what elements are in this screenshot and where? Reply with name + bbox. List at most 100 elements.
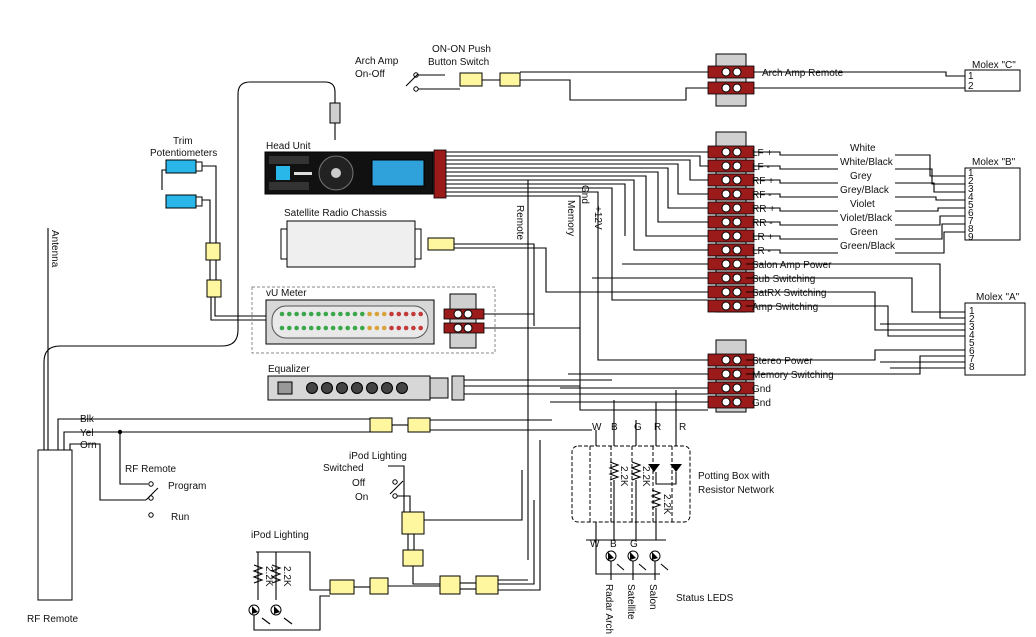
speaker-wire-color: White [850, 143, 876, 154]
rf-remote-box-label: RF Remote [27, 614, 79, 625]
potting-bottom-label: W [590, 539, 600, 550]
yel-label: Yel [80, 428, 94, 439]
molex-a-pin: 7 [969, 354, 975, 365]
potting-top-label: R [679, 422, 686, 433]
antenna-cable [43, 81, 336, 450]
power-terminal-block [707, 255, 755, 313]
ipod-res-2: 2.2K [281, 566, 292, 587]
push-switch-label-2: Button Switch [428, 57, 489, 68]
power-terminal-label: SatRX Switching [752, 288, 826, 299]
equalizer-terminal [451, 375, 465, 401]
satellite-connector [427, 237, 455, 251]
potting-bottom-label: B [610, 539, 617, 550]
equalizer-label: Equalizer [268, 364, 310, 375]
off-label: Off [352, 478, 365, 489]
run-label: Run [171, 512, 189, 523]
rf-remote-title: RF Remote [125, 464, 177, 475]
power-terminal-label: Amp Switching [752, 302, 818, 313]
ipod-lighting-connector [329, 579, 355, 595]
trim-pot-1 [165, 159, 197, 174]
antenna-label: Antenna [49, 230, 60, 268]
speaker-terminal-block [707, 131, 755, 259]
molex-b-pin: 6 [968, 208, 974, 219]
power-terminal-label: Salon Amp Power [752, 260, 832, 271]
ipod-switch-connector [401, 511, 425, 535]
potting-label-1: Potting Box with [698, 471, 770, 482]
bottom-terminal-label: Gnd [752, 398, 771, 409]
molex-b-connector [964, 167, 1021, 241]
potting-res-3: 2.2K [661, 494, 672, 515]
molex-b-pin: 7 [968, 216, 974, 227]
molex-a-pin: 5 [969, 338, 975, 349]
rf-remote-box [37, 449, 73, 601]
status-leds-label: Status LEDS [676, 593, 734, 604]
bottom-terminal-label: Memory Switching [752, 370, 834, 381]
speaker-terminal-label: LF - [752, 162, 770, 173]
equalizer [267, 375, 431, 401]
program-label: Program [168, 481, 206, 492]
push-switch-plug [499, 72, 521, 87]
speaker-wire-color: White/Black [840, 157, 894, 168]
ipod-relay-connector [439, 575, 461, 595]
vu-meter-label: vU Meter [266, 288, 307, 299]
potting-top-label: W [592, 422, 602, 433]
molex-a-pin: 4 [969, 330, 975, 341]
molex-b-pin: 8 [968, 224, 974, 235]
radar-arch-label: Radar Arch [603, 584, 614, 634]
molex-c-connector [964, 69, 1021, 92]
ipod-lighting-network [248, 551, 330, 631]
salon-label: Salon [647, 584, 658, 610]
bottom-terminal-label: Gnd [752, 384, 771, 395]
speaker-terminal-label: LR - [752, 246, 771, 257]
on-off-label: On-Off [355, 69, 385, 80]
push-switch-label-1: ON-ON Push [432, 44, 491, 55]
molex-a-pin: 2 [969, 314, 975, 325]
rf-remote-connector [369, 417, 393, 433]
satellite-chassis [280, 220, 422, 268]
equalizer-connector [429, 377, 449, 399]
potting-top-label: G [634, 422, 642, 433]
power-terminal-label: Sub Switching [752, 274, 815, 285]
molex-b-label: Molex "B" [972, 157, 1016, 168]
ipod-lighting-plug [369, 577, 389, 595]
satellite-label: Satellite [625, 584, 636, 620]
bottom-terminal-block [707, 339, 755, 413]
molex-a-pin: 3 [969, 322, 975, 333]
molex-a-pin: 8 [969, 362, 975, 373]
ipod-lighting-label: iPod Lighting [251, 530, 309, 541]
vu-meter-group [251, 286, 496, 354]
potting-resistors [608, 461, 682, 540]
speaker-terminal-label: RR + [752, 204, 775, 215]
satellite-chassis-label: Satellite Radio Chassis [284, 208, 387, 219]
speaker-terminal-label: RR - [752, 218, 773, 229]
molex-b-pin: 1 [968, 168, 974, 179]
plus12v-wire-label: +12V [592, 206, 603, 230]
speaker-wire-color: Green [850, 227, 878, 238]
head-unit-label: Head Unit [266, 141, 311, 152]
potting-bottom-label: G [630, 539, 638, 550]
speaker-wire-color: Violet/Black [840, 213, 893, 224]
on-label: On [355, 492, 368, 503]
potting-res-2: 2.2K [640, 466, 651, 487]
head-unit-harness-plug [433, 149, 447, 199]
ipod-relay-plug [475, 575, 499, 595]
potting-label-2: Resistor Network [698, 485, 775, 496]
trim-label-2: Potentiometers [150, 148, 217, 159]
arch-amp-remote-label: Arch Amp Remote [762, 68, 844, 79]
speaker-terminal-label: LR + [752, 232, 774, 243]
ipod-switch-label-1: iPod Lighting [349, 451, 407, 462]
arch-amp-label: Arch Amp [355, 56, 399, 67]
speaker-terminal-label: RF + [752, 176, 774, 187]
vu-meter [265, 299, 435, 345]
remote-wire-label: Remote [514, 205, 525, 240]
speaker-terminal-label: LF + [752, 148, 772, 159]
bottom-terminal-label: Stereo Power [752, 356, 813, 367]
molex-b-pin: 5 [968, 200, 974, 211]
arch-amp-terminal-block [707, 53, 755, 107]
molex-b-pin: 3 [968, 184, 974, 195]
molex-a-connector [964, 302, 1026, 376]
trim-label-1: Trim [173, 136, 193, 147]
molex-a-pin: 1 [969, 306, 975, 317]
molex-c-pin: 1 [968, 71, 974, 82]
molex-a-label: Molex "A" [976, 292, 1020, 303]
